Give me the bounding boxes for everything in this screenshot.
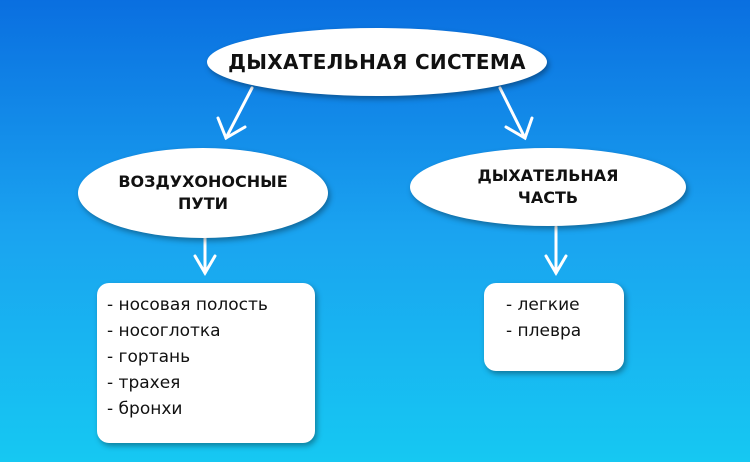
list-item: - носовая полость xyxy=(107,295,268,315)
respiratory-part-list: - легкие - плевра xyxy=(506,292,624,344)
list-item: - гортань xyxy=(107,347,191,367)
branch-node-airways: ВОЗДУХОНОСНЫЕ ПУТИ xyxy=(78,148,328,238)
branch-label-line: ДЫХАТЕЛЬНАЯ xyxy=(477,166,619,185)
list-item: - носоглотка xyxy=(107,321,221,341)
arrow-right-to-list xyxy=(544,225,568,276)
list-item: - легкие xyxy=(506,295,580,315)
branch-label-line: ПУТИ xyxy=(177,194,228,213)
root-node-label: ДЫХАТЕЛЬНАЯ СИСТЕМА xyxy=(228,50,526,74)
airways-list: - носовая полость - носоглотка - гортань… xyxy=(107,292,315,422)
branch-node-respiratory-part: ДЫХАТЕЛЬНАЯ ЧАСТЬ xyxy=(410,148,686,226)
branch-label-line: ЧАСТЬ xyxy=(517,188,579,207)
list-item: - трахея xyxy=(107,373,181,393)
list-item: - бронхи xyxy=(107,399,183,419)
branch-node-label: ДЫХАТЕЛЬНАЯ ЧАСТЬ xyxy=(478,165,619,209)
list-item: - плевра xyxy=(506,321,582,341)
airways-list-box: - носовая полость - носоглотка - гортань… xyxy=(97,283,315,443)
respiratory-part-list-box: - легкие - плевра xyxy=(484,283,624,371)
root-node: ДЫХАТЕЛЬНАЯ СИСТЕМА xyxy=(207,28,547,96)
branch-label-line: ВОЗДУХОНОСНЫЕ xyxy=(118,172,288,191)
arrow-root-to-right xyxy=(498,86,534,141)
branch-node-label: ВОЗДУХОНОСНЫЕ ПУТИ xyxy=(118,171,287,215)
arrow-root-to-left xyxy=(216,86,254,141)
